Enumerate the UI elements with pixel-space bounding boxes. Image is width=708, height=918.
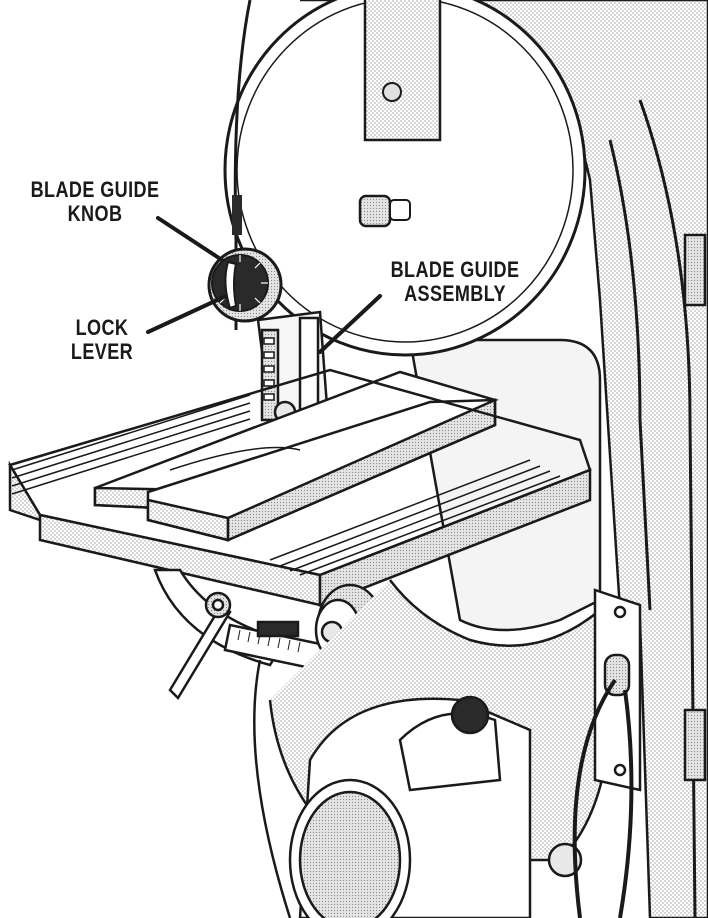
lock-lever	[224, 260, 238, 310]
callout-lock-lever-line2: LEVER	[70, 339, 134, 364]
motor	[288, 695, 583, 918]
frame-throat-edge	[608, 139, 652, 611]
right-brackets	[683, 233, 707, 782]
callout-blade-guide-assembly-line2: ASSEMBLY	[404, 281, 506, 306]
leader-lock-lever	[146, 294, 228, 334]
table-lock-handle	[168, 591, 232, 701]
callout-blade-guide-knob: BLADE GUIDE KNOB	[25, 178, 164, 226]
callout-blade-guide-assembly: BLADE GUIDE ASSEMBLY	[381, 258, 529, 306]
saw-table	[8, 368, 592, 607]
frame-outer-edge	[638, 99, 697, 918]
callout-lock-lever-line1: LOCK	[75, 315, 129, 340]
blade-post	[232, 195, 242, 235]
callout-blade-guide-knob-line1: BLADE GUIDE	[30, 177, 160, 202]
upper-wheel-cover	[223, 0, 587, 357]
leader-blade-guide-knob	[156, 216, 224, 262]
callout-leader-lines	[146, 216, 382, 354]
callout-lock-lever: LOCK LEVER	[69, 316, 135, 364]
workpiece	[93, 370, 499, 542]
tension-knob	[358, 194, 411, 228]
callout-blade-guide-assembly-line1: BLADE GUIDE	[390, 257, 520, 282]
leader-blade-guide-assembly	[318, 294, 382, 354]
side-plate	[572, 588, 642, 918]
callout-blade-guide-knob-line2: KNOB	[67, 201, 123, 226]
